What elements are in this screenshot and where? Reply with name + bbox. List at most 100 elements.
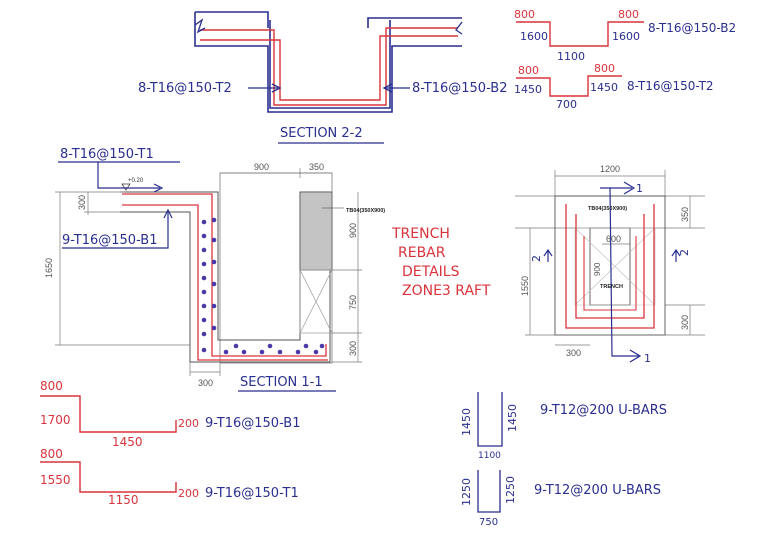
bar-t2-bottom: 700 xyxy=(556,98,577,111)
ubar1-shape xyxy=(477,392,503,447)
bar-b2-bottom: 1100 xyxy=(557,50,585,63)
level-triangle xyxy=(121,183,131,191)
bar-b2-label: 8-T16@150-B2 xyxy=(648,21,736,35)
plan-trench-label: TRENCH xyxy=(600,284,623,290)
section-cut-1-arrow-top xyxy=(623,181,636,195)
dim-900-top: 900 xyxy=(254,162,269,172)
dim-300-right: 300 xyxy=(348,341,358,356)
dim-300-bottom: 300 xyxy=(198,378,213,388)
leader-t1 xyxy=(97,162,160,189)
plan-dim-600: 600 xyxy=(606,234,621,244)
section-2-2: 8-T16@150-T2 8-T16@150-B2 SECTION 2-2 xyxy=(138,11,507,144)
bar-t2-right: 800 xyxy=(594,62,615,75)
section22-label-b2: 8-T16@150-B2 xyxy=(412,81,507,96)
ubar1-bottom: 1100 xyxy=(478,451,501,461)
section11-bar-b1 xyxy=(122,204,328,361)
break-mark-left xyxy=(194,18,206,34)
dim-350-top: 350 xyxy=(309,162,324,172)
ubar1-label: 9-T12@200 U-BARS xyxy=(540,403,667,418)
plan-dim-1550: 1550 xyxy=(520,276,530,296)
ubar1-right: 1450 xyxy=(506,404,519,432)
section22-title: SECTION 2-2 xyxy=(280,126,363,141)
section11-label-b1: 9-T16@150-B1 xyxy=(62,233,157,248)
bar-shape-t2: 800 1450 700 1450 800 8-T16@150-T2 xyxy=(514,62,714,111)
section22-bar-t2 xyxy=(200,35,458,101)
column-tb04 xyxy=(299,191,333,271)
dim-750-right: 750 xyxy=(348,295,358,310)
bar-b1-shape xyxy=(40,395,177,433)
column-cross-box xyxy=(299,269,333,334)
bar-shape-b1: 800 1700 1450 200 9-T16@150-B1 xyxy=(40,379,300,449)
plan-mark-2-left: 2 xyxy=(530,255,543,262)
ubar-1: 1450 1450 1100 9-T12@200 U-BARS xyxy=(460,392,667,461)
bar-shape-b2: 800 1600 1100 1600 800 8-T16@150-B2 xyxy=(514,8,736,63)
note-details: DETAILS xyxy=(402,264,460,280)
section22-label-t2: 8-T16@150-T2 xyxy=(138,81,232,96)
section11-label-t1: 8-T16@150-T1 xyxy=(60,147,154,162)
section22-outline xyxy=(194,11,462,113)
section22-outer-wall xyxy=(269,20,391,109)
dim-900-right: 900 xyxy=(348,223,358,238)
bar-t2-shape xyxy=(516,75,622,97)
section22-bar-b2 xyxy=(200,27,458,106)
plan-mark-1-top: 1 xyxy=(636,182,643,195)
plan-bar-outer xyxy=(565,204,655,329)
plan-bar-inner xyxy=(575,214,645,319)
section-cut-1 xyxy=(600,187,640,357)
plan-dim-1200: 1200 xyxy=(600,164,620,174)
note-trench: TRENCH xyxy=(391,226,450,242)
plan-bar-inner2 xyxy=(583,236,637,311)
note-zone: ZONE3 RAFT xyxy=(402,283,491,299)
ubar-2: 1250 1250 750 9-T12@200 U-BARS xyxy=(460,470,661,528)
plan-mark-2-right: 2 xyxy=(678,249,691,256)
bar-t2-right-drop: 1450 xyxy=(590,81,618,94)
bar-b2-right: 800 xyxy=(618,8,639,21)
bar-t1-top: 800 xyxy=(40,447,63,461)
section11-bar-t1 xyxy=(122,193,327,357)
bar-t1-end: 200 xyxy=(178,487,199,500)
bar-t2-left: 800 xyxy=(518,64,539,77)
leader-t1-arrow xyxy=(153,183,164,193)
ubar2-bottom: 750 xyxy=(479,517,498,528)
dim-300-left: 300 xyxy=(77,195,87,210)
ubar2-right: 1250 xyxy=(504,476,517,504)
leader-b1 xyxy=(62,212,169,249)
plan-dim-300-bottom: 300 xyxy=(566,348,581,358)
leader-b2-arrow xyxy=(382,83,393,93)
bar-b1-top: 800 xyxy=(40,379,63,393)
bar-shape-t1: 800 1550 1150 200 9-T16@150-T1 xyxy=(40,447,299,507)
bar-t1-label: 9-T16@150-T1 xyxy=(205,486,299,501)
note-rebar: REBAR xyxy=(398,245,446,261)
plan-column-tag: TB04(350X900) xyxy=(588,206,627,212)
column-cross xyxy=(299,269,333,334)
dim-1650: 1650 xyxy=(44,258,54,278)
section11-outline xyxy=(120,191,331,363)
bar-b1-end: 200 xyxy=(178,417,199,430)
bar-t2-left-drop: 1450 xyxy=(514,83,542,96)
ubar2-left: 1250 xyxy=(460,478,473,506)
bar-b2-right-drop: 1600 xyxy=(612,30,640,43)
bar-b2-left: 800 xyxy=(514,8,535,21)
leader-t2-arrow xyxy=(271,83,282,93)
bar-b2-shape xyxy=(516,21,644,47)
bar-t1-shape xyxy=(40,461,177,493)
plan-view: 1 1 2 2 1200 600 350 300 1550 300 900 TB… xyxy=(515,164,705,365)
plan-dim-350: 350 xyxy=(680,207,690,222)
bar-b2-left-drop: 1600 xyxy=(520,30,548,43)
leader-b1-arrow xyxy=(163,208,173,219)
bar-b1-drop: 1700 xyxy=(40,413,71,427)
bar-b1-bottom: 1450 xyxy=(112,435,143,449)
level-mark: +0.20 xyxy=(128,178,144,184)
ubar2-label: 9-T12@200 U-BARS xyxy=(534,483,661,498)
bar-t1-bottom: 1150 xyxy=(108,493,139,507)
plan-dim-300-right: 300 xyxy=(680,315,690,330)
notes: TRENCH REBAR DETAILS ZONE3 RAFT xyxy=(391,226,491,299)
rebar-dots xyxy=(201,217,325,355)
section11-dimensions xyxy=(55,168,362,376)
break-mark-right xyxy=(455,21,463,35)
bar-b1-label: 9-T16@150-B1 xyxy=(205,416,300,431)
bar-t2-label: 8-T16@150-T2 xyxy=(627,79,714,93)
ubar2-shape xyxy=(477,470,501,513)
plan-dim-900: 900 xyxy=(593,262,602,276)
